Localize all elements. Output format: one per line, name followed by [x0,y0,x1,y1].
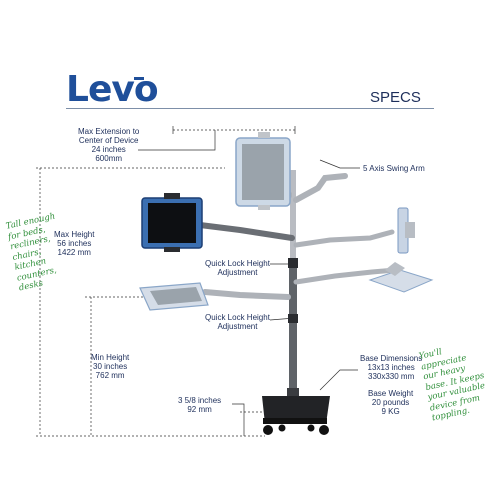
header-divider [66,108,434,109]
tablet-right-upper-hinge [405,222,415,238]
tablet-left-landscape-tilted [139,282,209,311]
min-height-label: Min Height 30 inches 762 mm [91,353,130,380]
caster-height-label: 3 5/8 inches 92 mm [178,396,222,414]
arm-left-active [197,222,295,241]
max-height-label: Max Height 56 inches 1422 mm [54,230,95,257]
lower-lock-collar [288,314,298,323]
weighted-base [262,396,330,424]
caster-wheel-front-right [319,425,329,435]
quick-lock-lower-label: Quick Lock Height Adjustment [205,313,270,331]
max-extension-leader [138,130,216,151]
tablet-top-portrait [235,132,291,210]
dimension-lines [36,126,360,437]
tablet-left-clamp-top [164,193,180,199]
swing-arm-label: 5 Axis Swing Arm [363,164,425,173]
base-lip [263,418,327,424]
max-extension-label: Max Extension to Center of Device 24 inc… [78,127,140,163]
swing-arms [197,173,398,300]
tablet-top-clamp-bottom [258,205,270,210]
caster-wheel-back-right [307,424,315,432]
tablet-right-vertical [397,207,415,254]
logo-macron [134,77,144,80]
upper-lock-collar [288,258,298,268]
tablets [139,132,434,311]
lower-pole [289,262,297,392]
caster-wheel-back-left [278,424,286,432]
tablet-right-lower [368,269,434,293]
base-dimensions-label: Base Dimensions 13x13 inches 330x330 mm [360,354,423,381]
tablet-left-active [141,193,203,252]
quick-lock-upper-label: Quick Lock Height Adjustment [205,259,270,277]
pole-foot [287,388,299,398]
tablet-left-screen [148,203,196,243]
upper-pole [290,170,296,270]
caster-leader [232,403,245,412]
arm-right-upper [293,229,395,248]
tablet-left-lower-screen [150,287,202,305]
base-dimensions-leader [319,369,358,391]
base-weight-label: Base Weight 20 pounds 9 KG [368,389,414,416]
tablet-top-clamp [258,132,270,138]
tablet-top-screen [242,144,284,200]
arm-left-lower [202,289,291,300]
swing-arm-leader [319,159,360,169]
tablet-right-tilted [368,262,434,293]
arm-right-lower [293,267,398,285]
tablet-right-lower-clamp [385,262,405,276]
page-title: SPECS [370,89,421,106]
arm-top [293,173,348,203]
caster-wheel-front-left [263,425,273,435]
tablet-left-clamp-bottom [164,247,180,252]
stand [262,170,330,435]
